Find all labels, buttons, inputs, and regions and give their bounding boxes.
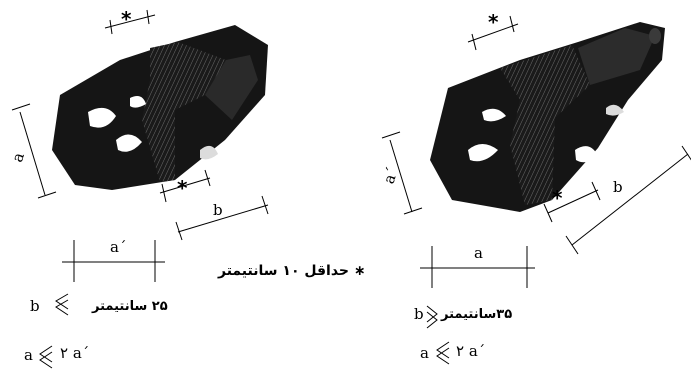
- left-rule-b-value: ۲۵ سانتیمتر: [92, 299, 168, 314]
- left-top-star-label: *: [121, 7, 132, 31]
- left-rule-a-var: a: [24, 346, 33, 364]
- right-rule-a-factor: ۲ a´: [456, 342, 486, 360]
- minimum-note: ∗ حداقل ۱۰ سانتیمتر: [218, 263, 366, 279]
- left-a-prime-label: a´: [110, 238, 127, 256]
- right-rule-a-var: a: [420, 344, 429, 362]
- right-rule-b-var: b: [414, 305, 424, 323]
- right-dimension-lines: [381, 15, 691, 365]
- right-stone: [430, 22, 665, 212]
- left-stone: [52, 25, 268, 190]
- left-mid-star-label: *: [177, 176, 188, 200]
- left-rule-a-factor: ۲ a´: [60, 344, 90, 362]
- left-rule-b-var: b: [30, 297, 40, 315]
- right-top-star-label: *: [488, 10, 499, 34]
- right-rule-b-value: ۳۵سانتیمتر: [441, 307, 513, 322]
- right-a-label: a: [474, 244, 483, 262]
- left-b-label: b: [213, 201, 223, 219]
- right-b-label: b: [613, 178, 623, 196]
- left-dimension-lines: [11, 9, 269, 369]
- right-mid-star-label: *: [552, 186, 563, 210]
